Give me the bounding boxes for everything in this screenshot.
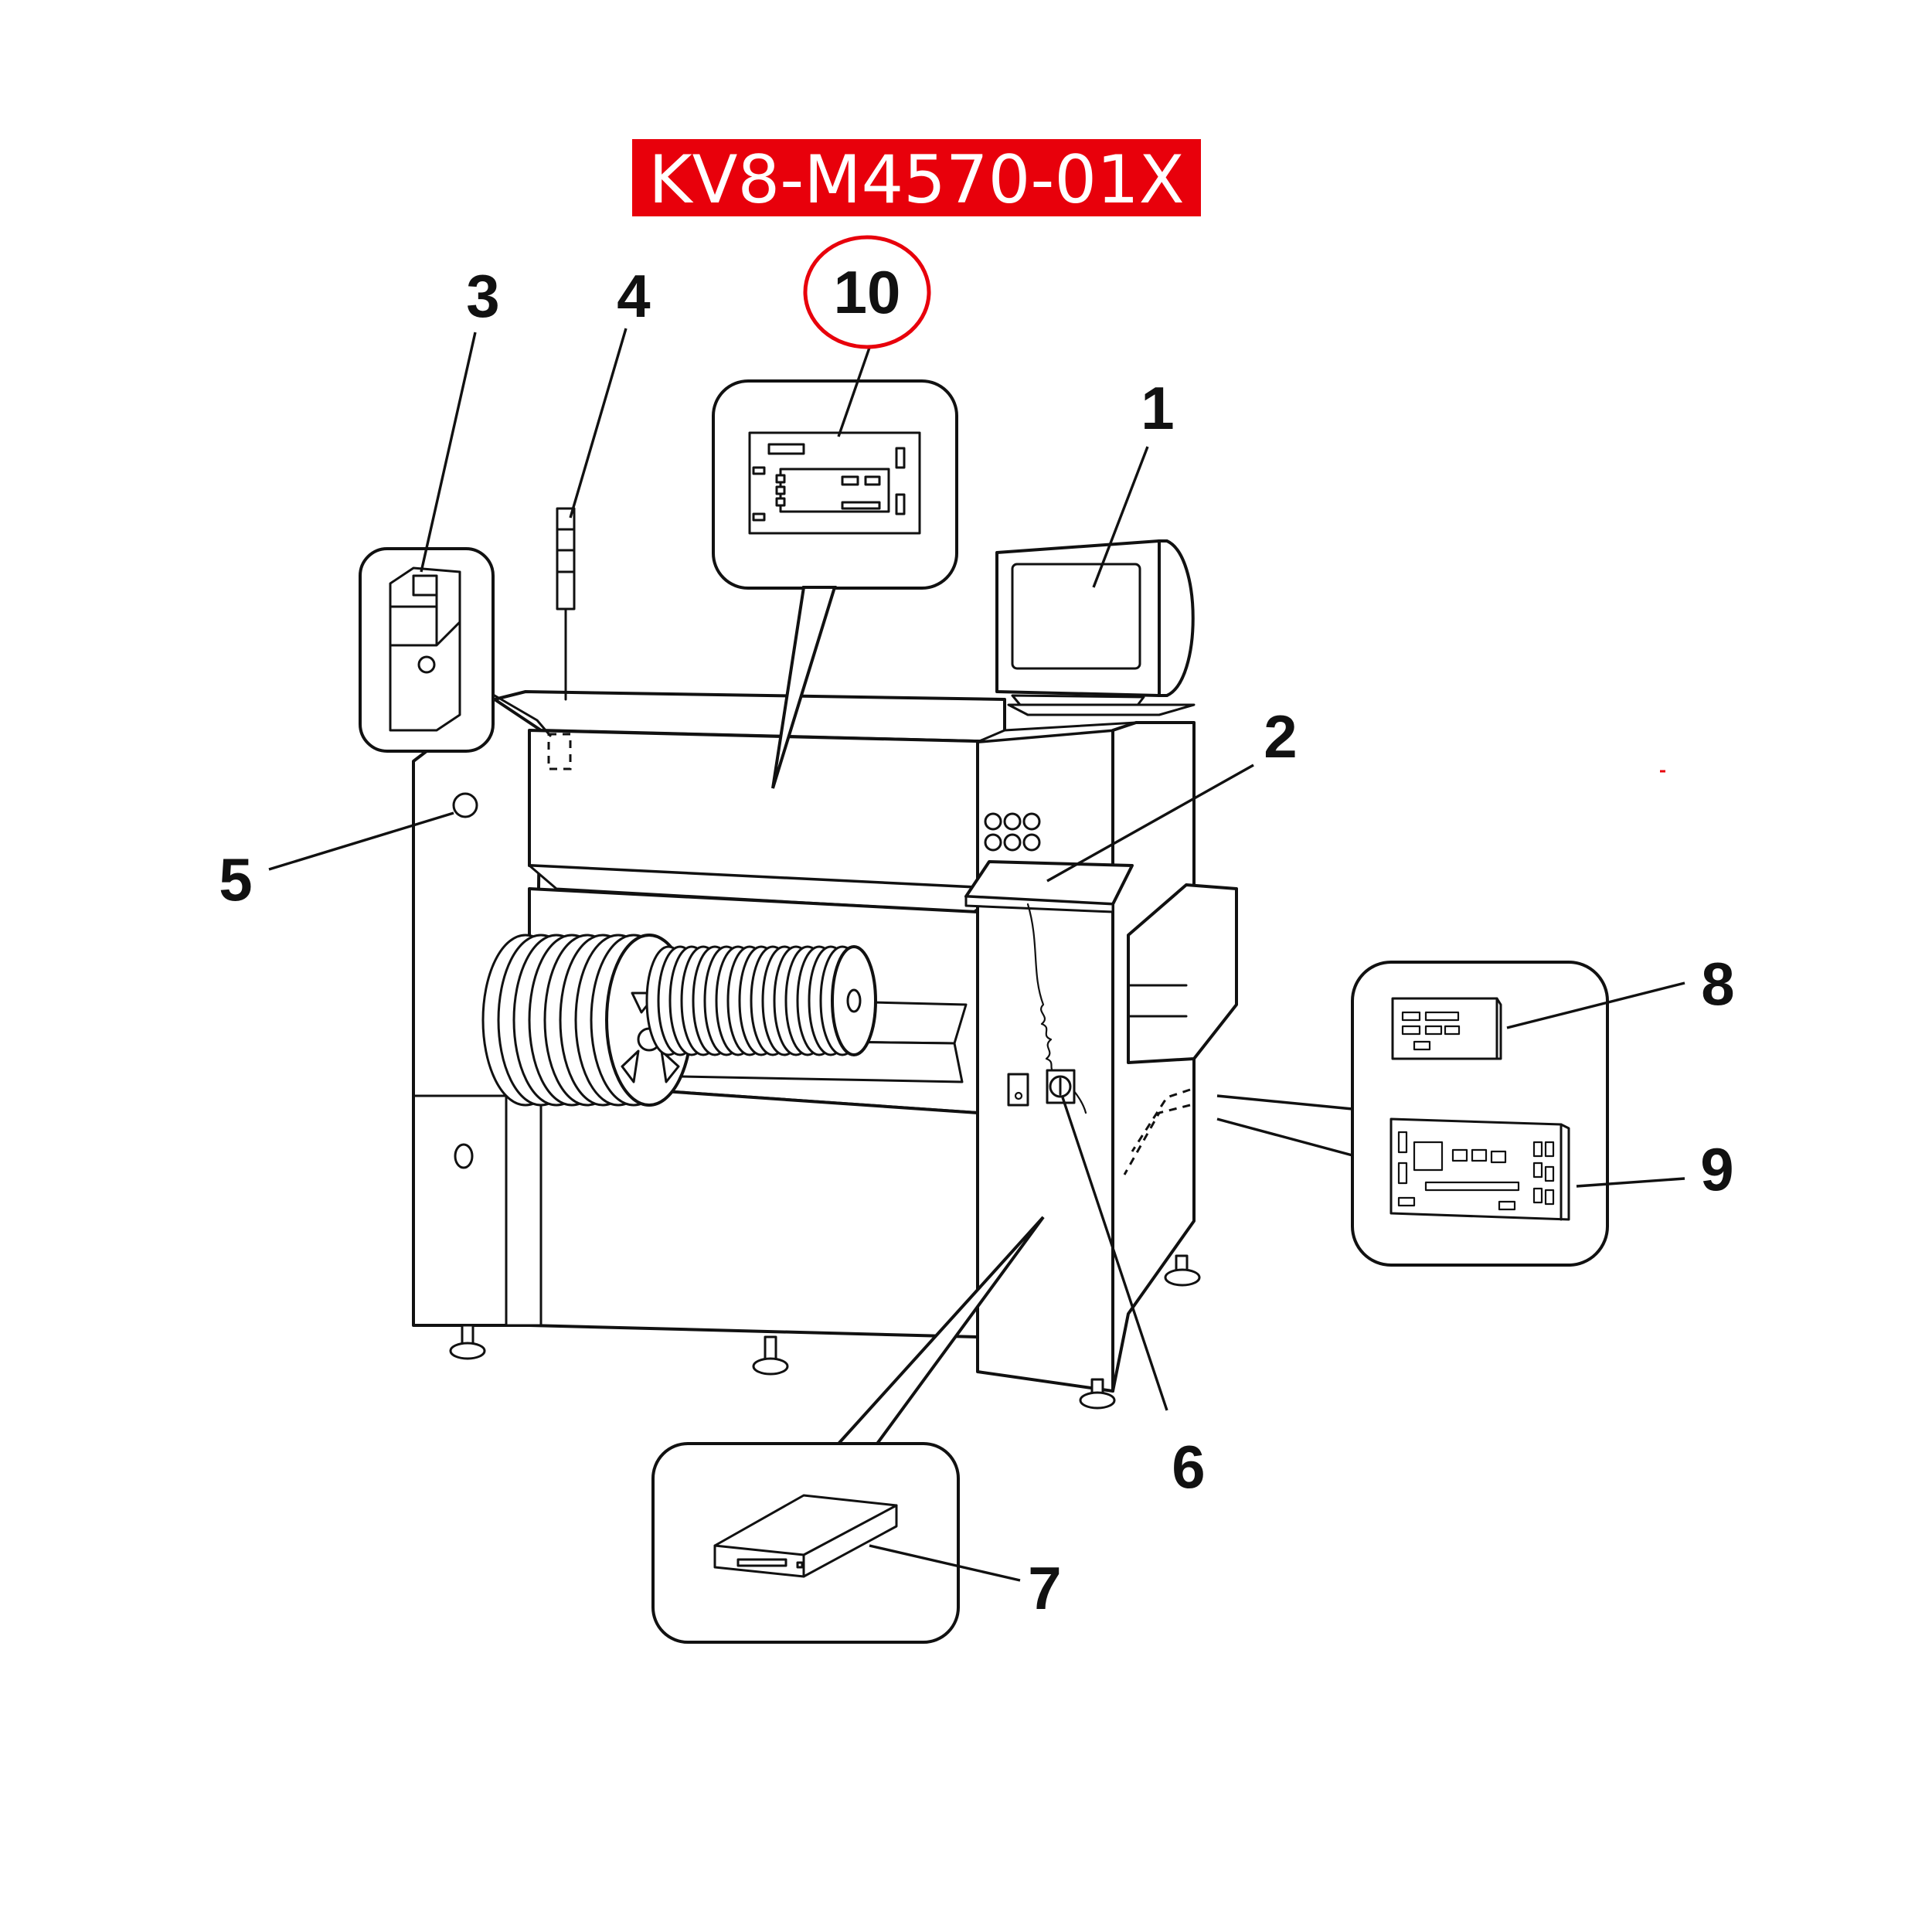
part-number-background [632, 139, 1201, 216]
top-cover [528, 729, 1006, 890]
leader-line-5 [268, 811, 454, 871]
inset-top-board [712, 379, 958, 789]
inset-boards [1216, 961, 1609, 1267]
leader-line-3 [420, 332, 477, 573]
callout-3: 3 [466, 262, 499, 330]
leader-line-9 [1576, 1177, 1685, 1188]
lower-front-panel [528, 1080, 979, 1338]
foot [1079, 1378, 1116, 1410]
leader-line-8 [1506, 981, 1685, 1029]
leader-line-6 [1061, 1097, 1168, 1411]
foot [1164, 1254, 1201, 1287]
top-deck [493, 690, 1006, 743]
leader-line-2 [1046, 764, 1254, 883]
leader-line-1 [1092, 446, 1149, 588]
reel-stack-small [645, 945, 877, 1056]
foot [752, 1335, 789, 1376]
leader-line-10 [837, 347, 871, 437]
machine-body [412, 690, 1238, 1410]
inset-safety-switch [359, 547, 552, 753]
leader-line-7 [869, 1544, 1021, 1582]
leader-line-4 [569, 328, 628, 519]
left-panel-hole [454, 1143, 474, 1169]
monitor-screen [1011, 563, 1141, 670]
operation-buttons [984, 812, 1041, 852]
callout-6: 6 [1172, 1433, 1205, 1501]
callout-7: 7 [1028, 1554, 1061, 1622]
callout-10: 10 [834, 258, 901, 326]
callout-10-highlight-circle [803, 235, 931, 349]
crt-monitor [995, 539, 1196, 716]
callout-2: 2 [1264, 702, 1297, 770]
callout-4: 4 [617, 262, 650, 330]
callout-labels: 1 2 3 4 5 6 7 8 9 10 [219, 235, 1735, 1622]
inset-hard-disk [651, 1216, 1045, 1644]
part-number-banner: KV8-M4570-01X [632, 139, 1201, 219]
signal-tower [556, 507, 576, 701]
callout-8: 8 [1701, 950, 1734, 1018]
callout-1: 1 [1141, 374, 1174, 442]
callout-10-highlighted: 10 [803, 235, 931, 349]
side-cabinet [1127, 883, 1238, 1064]
foot [449, 1324, 486, 1360]
leader-lines [268, 328, 1685, 1582]
emergency-stop-button [452, 792, 478, 818]
part-number-text: KV8-M4570-01X [648, 141, 1184, 219]
callout-5: 5 [219, 845, 252, 913]
right-tower [976, 729, 1114, 1393]
callout-9: 9 [1700, 1135, 1733, 1203]
